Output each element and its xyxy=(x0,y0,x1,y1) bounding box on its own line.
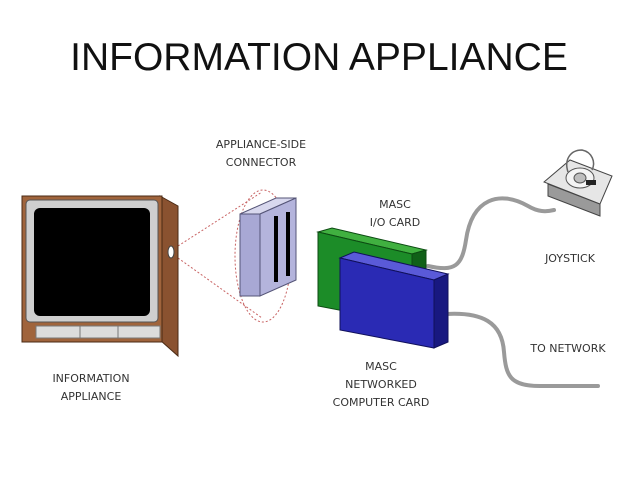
network-cable xyxy=(444,311,600,388)
label-information-appliance: INFORMATION APPLIANCE xyxy=(52,372,130,403)
tv-side-port xyxy=(167,245,175,259)
joystick-grip xyxy=(566,149,595,173)
joystick-device xyxy=(543,149,613,217)
tv-appliance xyxy=(21,195,179,358)
joystick-cable xyxy=(426,196,556,271)
projection-lines xyxy=(177,191,263,319)
connector-front-face xyxy=(239,213,261,297)
label-joystick: JOYSTICK xyxy=(545,252,595,265)
masc-networked-card xyxy=(338,251,450,349)
tv-base-panel xyxy=(35,325,161,339)
page-title: INFORMATION APPLIANCE xyxy=(70,36,568,79)
tv-cabinet-side xyxy=(159,195,179,358)
label-appliance-side-connector: APPLIANCE-SIDE CONNECTOR xyxy=(215,138,307,169)
label-to-network: TO NETWORK xyxy=(530,342,606,355)
cables xyxy=(426,196,600,388)
tv-screen xyxy=(34,208,150,316)
appliance-side-connector xyxy=(239,197,297,297)
label-masc-io-card: MASC I/O CARD xyxy=(369,198,421,229)
label-masc-networked-computer-card: MASC NETWORKED COMPUTER CARD xyxy=(332,360,430,409)
